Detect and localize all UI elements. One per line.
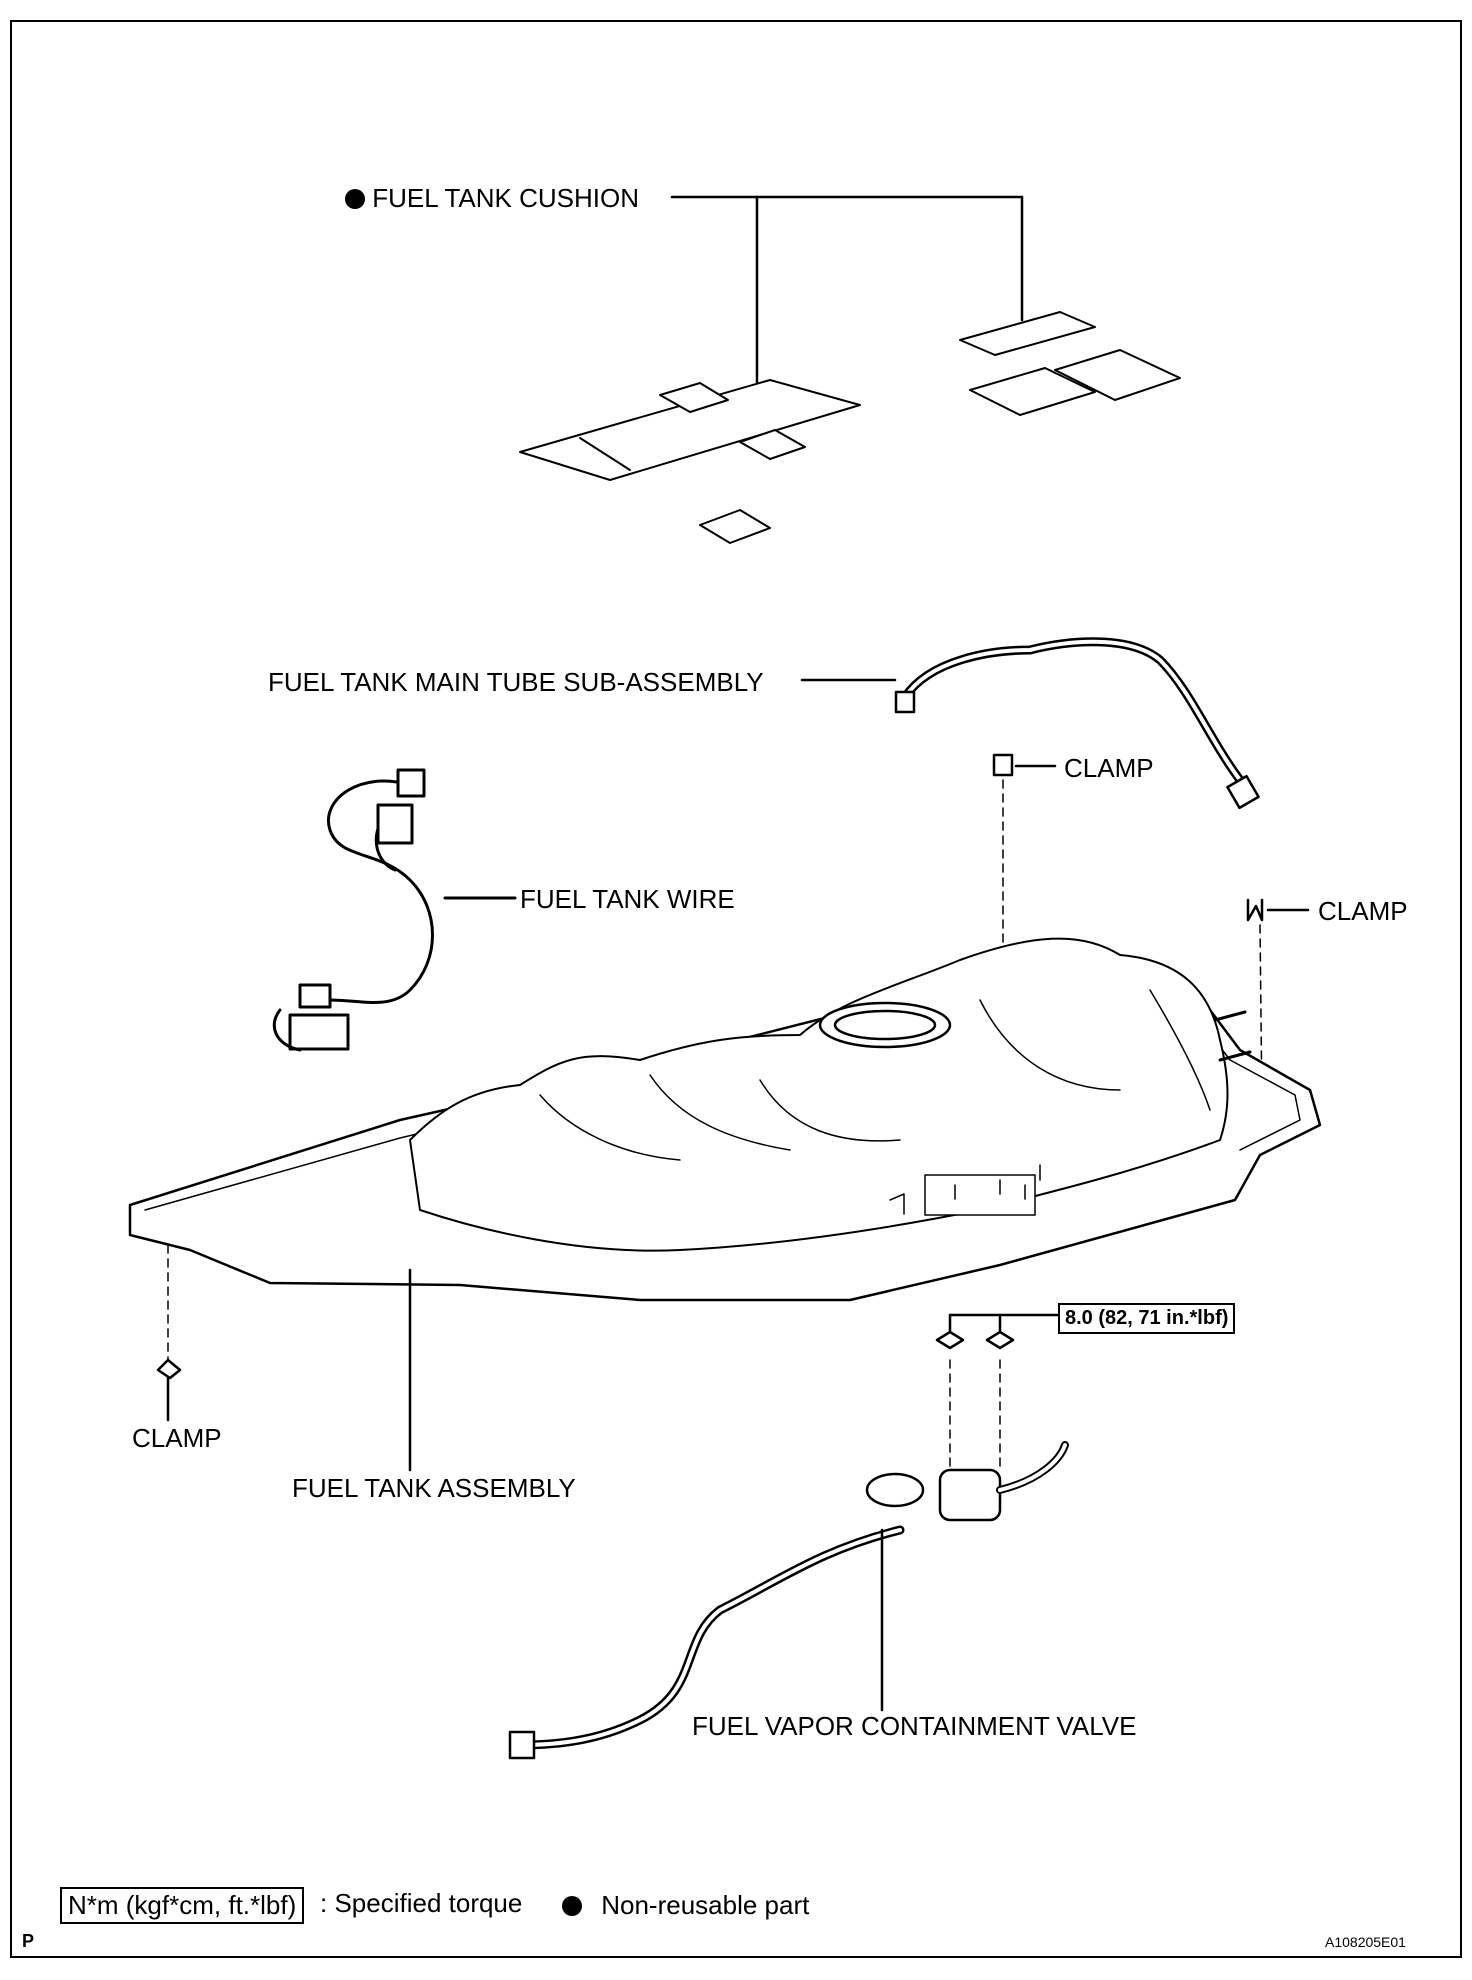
nonreusable-legend-text: Non-reusable part bbox=[601, 1890, 810, 1920]
torque-legend-text: : Specified torque bbox=[320, 1888, 523, 1918]
nonreusable-legend: Non-reusable part bbox=[562, 1892, 809, 1918]
fuel-tank-wire bbox=[272, 768, 517, 1052]
fuel-tank-cushion-pads bbox=[519, 311, 1181, 544]
fuel-tank-wire-label: FUEL TANK WIRE bbox=[520, 884, 735, 914]
fuel-tank-main-tube bbox=[800, 637, 1260, 810]
clamp-top-label: CLAMP bbox=[1064, 753, 1154, 783]
fuel-tank-assembly bbox=[128, 937, 1322, 1472]
nonreusable-legend-dot-icon bbox=[562, 1896, 582, 1916]
fuel-tank-assembly-label: FUEL TANK ASSEMBLY bbox=[292, 1473, 576, 1503]
main-tube-label: FUEL TANK MAIN TUBE SUB-ASSEMBLY bbox=[268, 667, 764, 697]
torque-spec-box: 8.0 (82, 71 in.*lbf) bbox=[1058, 1303, 1236, 1334]
torque-legend-box: N*m (kgf*cm, ft.*lbf) bbox=[60, 1887, 305, 1924]
clamp-left-label: CLAMP bbox=[132, 1423, 222, 1453]
page-letter: P bbox=[22, 1931, 35, 1951]
fuel-tank-cushion-text: FUEL TANK CUSHION bbox=[372, 183, 640, 213]
cushion-leader-lines bbox=[670, 195, 1024, 399]
page-frame bbox=[10, 20, 1462, 1958]
fuel-tank-cushion-label: FUEL TANK CUSHION bbox=[345, 185, 639, 211]
fuel-vapor-valve-label: FUEL VAPOR CONTAINMENT VALVE bbox=[692, 1711, 1137, 1741]
nonreusable-dot-icon bbox=[345, 189, 365, 209]
fuel-vapor-containment-valve bbox=[508, 1313, 1069, 1760]
clamp-right-label: CLAMP bbox=[1318, 896, 1408, 926]
figure-id: A108205E01 bbox=[1325, 1934, 1406, 1950]
